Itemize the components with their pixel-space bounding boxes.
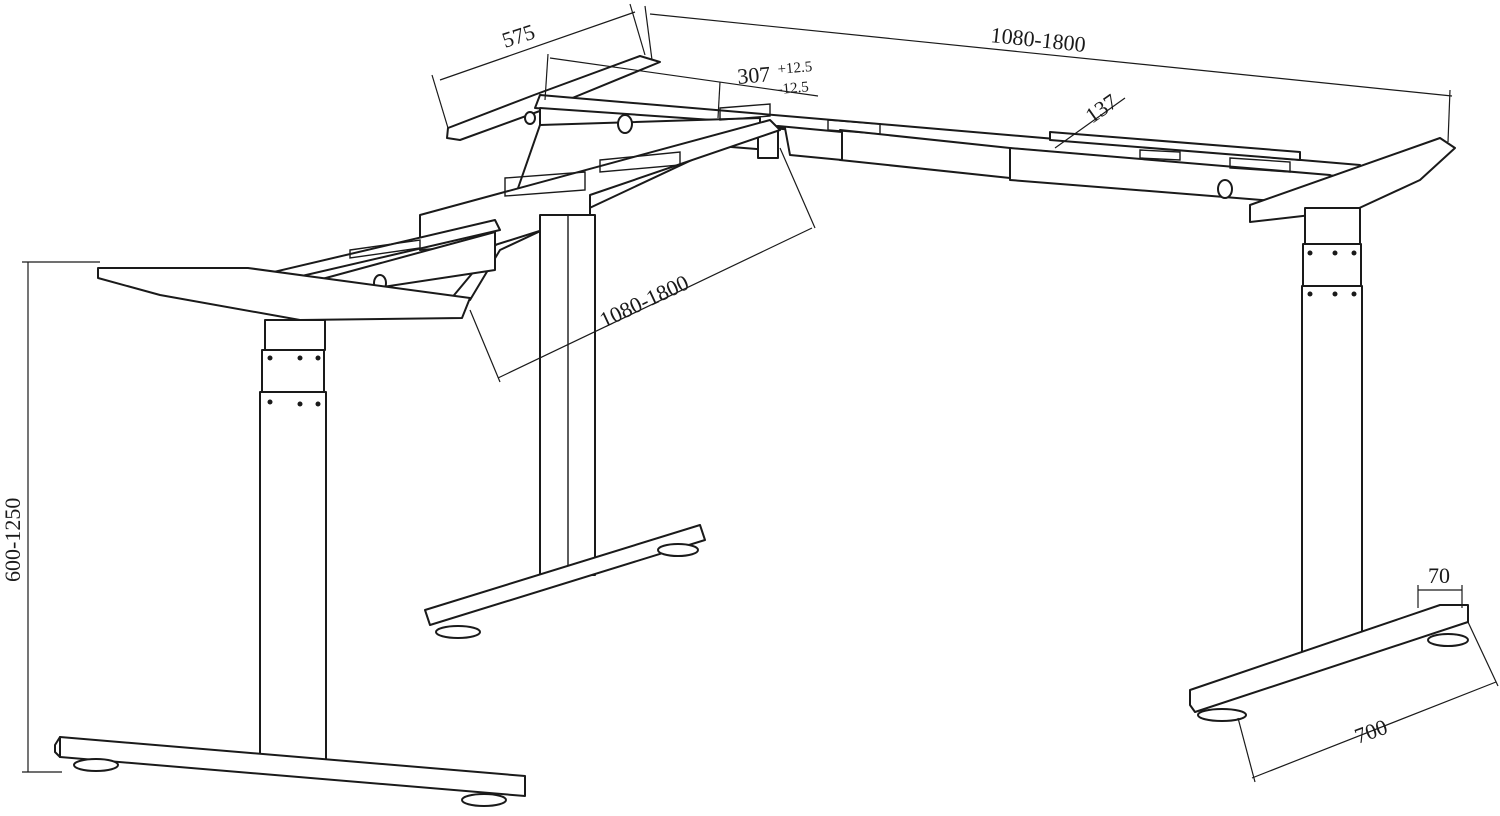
right-bracket [1249,137,1456,223]
right-leg-upper [1302,243,1362,287]
slot-plate-7 [1229,157,1291,173]
hole-left-back [617,114,633,134]
corner-connector [759,125,843,161]
front-left-bracket [97,267,471,321]
feet [54,524,1469,807]
front-left-leg-lower [259,391,327,768]
pad-4 [657,543,699,557]
hole-left-end [524,111,536,125]
dim-700: 700 [1351,714,1391,749]
dim-height: 600-1250 [0,498,25,582]
right-leg-lower [1301,285,1363,657]
legs [259,207,1363,768]
front-left-leg-upper [261,349,325,393]
front-left-leg-top [264,319,326,351]
slot-plate-4 [719,103,771,121]
dim-137: 137 [1081,89,1122,128]
pad-5 [1197,708,1247,722]
slot-plate-3 [599,151,681,173]
dim-left-width: 1080-1800 [596,270,693,333]
dim-307-tol-plus: +12.5 [777,59,813,78]
dim-307-tol-minus: -12.5 [777,79,810,98]
slot-plate-2 [504,171,586,197]
pad-2 [461,793,507,807]
front-left-foot-end [54,736,61,758]
right-leg-top [1304,207,1361,245]
slot-plate-5 [827,119,881,135]
pad-1 [73,758,119,772]
back-beam-top-plate [1049,131,1301,161]
dim-307: 307 [736,61,771,89]
slot-plate-1 [349,239,421,259]
pad-3 [435,625,481,639]
slot-plate-6 [1139,149,1181,161]
frame-beams [97,55,1456,321]
hole-right [1217,179,1233,199]
dim-70: 70 [1428,563,1450,588]
back-left-foot [424,524,706,626]
dimension-lines [22,3,1499,783]
pad-6 [1427,633,1469,647]
dim-back-width: 1080-1800 [989,22,1086,57]
